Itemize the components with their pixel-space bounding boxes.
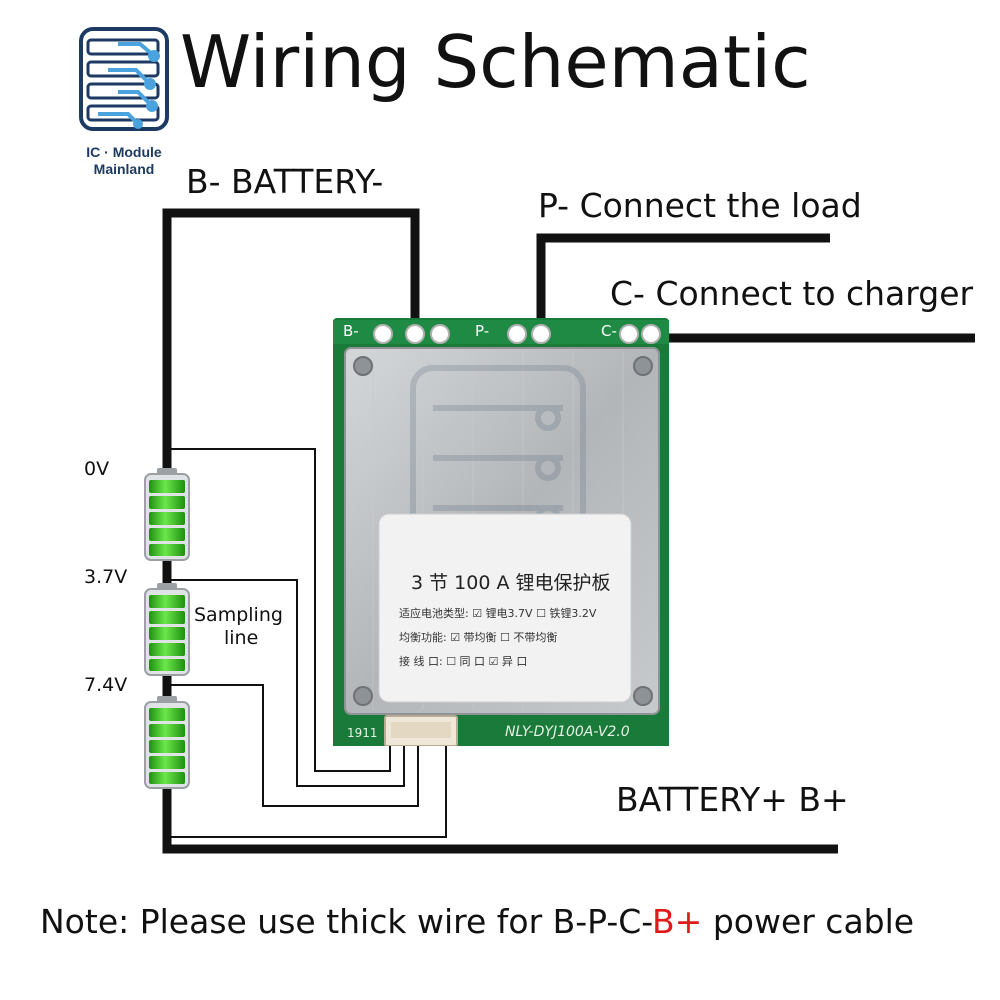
logo: IC · Module Mainland bbox=[78, 26, 170, 177]
sticker-title: 3 节 100 A 锂电保护板 bbox=[411, 572, 611, 594]
circuit-logo-icon bbox=[79, 27, 169, 131]
sampling-lines bbox=[167, 448, 447, 838]
page-title: Wiring Schematic bbox=[180, 20, 811, 104]
b-plus-wire bbox=[162, 780, 838, 854]
battery-cell-1 bbox=[144, 468, 190, 561]
logo-text-line1: IC · Module bbox=[86, 144, 162, 160]
pad-label-b-minus: B- bbox=[343, 322, 359, 340]
board-batch-number: 1911 bbox=[347, 726, 378, 740]
sampling-line-label-1: Sampling bbox=[194, 604, 283, 626]
battery-cell-2 bbox=[144, 583, 190, 676]
pad-label-p-minus: P- bbox=[475, 322, 490, 340]
battery-pack bbox=[144, 468, 190, 789]
note-highlight: B+ bbox=[652, 902, 703, 941]
battery-cell-3 bbox=[144, 696, 190, 789]
note-suffix: power cable bbox=[702, 902, 915, 941]
p-minus-wire bbox=[536, 233, 830, 338]
label-p-minus: P- Connect the load bbox=[538, 186, 862, 225]
note-text: Note: Please use thick wire for B-P-C-B+… bbox=[40, 902, 914, 941]
sticker-row-balance: 均衡功能: ☑ 带均衡 ☐ 不带均衡 bbox=[399, 631, 558, 644]
sticker-row-port: 接 线 口: ☐ 同 口 ☑ 异 口 bbox=[399, 655, 528, 668]
label-b-minus: B- BATTERY- bbox=[186, 162, 384, 201]
voltage-label-7-4v: 7.4V bbox=[84, 674, 128, 696]
logo-text-line2: Mainland bbox=[93, 161, 155, 177]
watermark-logo-icon bbox=[410, 365, 586, 561]
pad-label-c-minus: C- bbox=[601, 322, 617, 340]
b-minus-wire bbox=[162, 208, 420, 485]
sticker-row-battery-type: 适应电池类型: ☑ 锂电3.7V ☐ 铁锂3.2V bbox=[399, 607, 597, 620]
voltage-label-3-7v: 3.7V bbox=[84, 566, 128, 588]
note-prefix: Note: Please use thick wire for B-P-C- bbox=[40, 902, 653, 941]
voltage-label-0v: 0V bbox=[84, 458, 110, 480]
board-model-number: NLY-DYJ100A-V2.0 bbox=[505, 724, 630, 740]
sampling-line-label-2: line bbox=[224, 627, 259, 649]
bms-board: B- P- C- 3 节 100 A 锂电保护板 适应电池类型: ☑ 锂电3.7… bbox=[333, 318, 669, 746]
label-c-minus: C- Connect to charger bbox=[610, 274, 974, 313]
label-b-plus: BATTERY+ B+ bbox=[616, 780, 849, 819]
board-graphic bbox=[333, 318, 669, 746]
